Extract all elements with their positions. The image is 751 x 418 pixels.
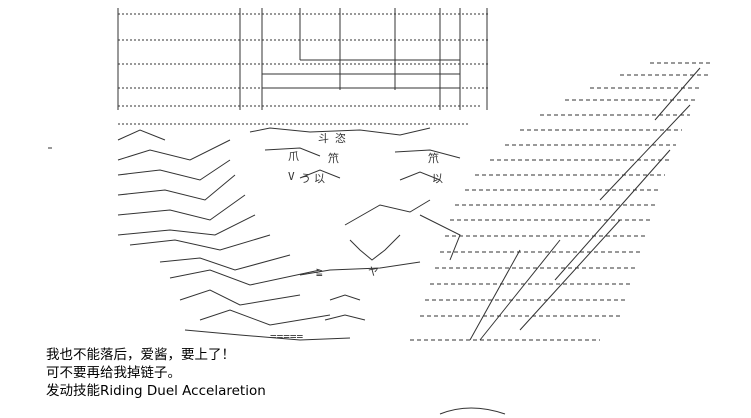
svg-text:以: 以: [432, 172, 443, 185]
svg-text:う: う: [300, 172, 311, 185]
dialogue-line-2: 可不要再给我掉链子。: [46, 365, 181, 381]
svg-text:斗: 斗: [318, 132, 329, 145]
dialogue-line-3: 发动技能Riding Duel Accelaretion: [46, 383, 266, 399]
svg-text:≧: ≧: [316, 265, 323, 278]
svg-text:=====: =====: [270, 330, 303, 343]
svg-text:V: V: [288, 170, 295, 183]
svg-text:以: 以: [314, 172, 325, 185]
dialogue-text: 我也不能落后，爱酱，要上了！ 可不要再给我掉链子。 发动技能Riding Due…: [46, 346, 646, 400]
svg-text:笊: 笊: [428, 151, 439, 165]
svg-text:ヤ: ヤ: [368, 265, 379, 278]
dialogue-line-1: 我也不能落后，爱酱，要上了！: [46, 347, 235, 363]
svg-text:笊: 笊: [328, 151, 339, 165]
svg-text:恣: 恣: [335, 131, 346, 145]
svg-text:爪: 爪: [288, 150, 299, 163]
